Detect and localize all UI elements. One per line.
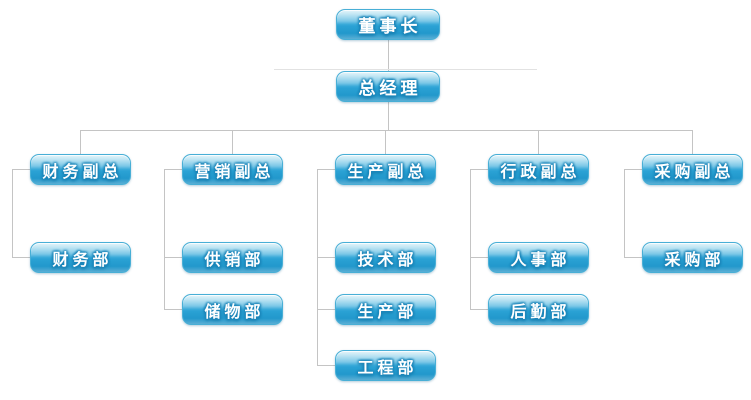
connector-gm-rail [388,102,389,130]
connector-stub-logistics-dept [470,309,488,310]
node-chairman: 董事长 [336,9,440,40]
node-finance-vp: 财务副总 [30,154,131,185]
connector-bracket-production [317,169,318,365]
node-engineering-dept: 工程部 [335,350,436,381]
connector-main-rail [80,130,693,131]
connector-drop-production-vp [385,130,386,154]
connector-bracket-procurement [624,169,625,257]
connector-drop-procurement-vp [692,130,693,154]
node-procurement-vp: 采购副总 [642,154,743,185]
connector-bracket-finance [12,169,13,257]
node-procurement-dept: 采购部 [642,242,743,273]
connector-drop-finance-vp [80,130,81,154]
node-marketing-vp: 营销副总 [182,154,283,185]
connector-stub-finance-vp [12,169,30,170]
node-general-manager: 总经理 [336,71,440,102]
node-logistics-dept: 后勤部 [488,294,589,325]
node-technology-dept: 技术部 [335,242,436,273]
node-production-dept: 生产部 [335,294,436,325]
connector-stub-procurement-dept [624,257,642,258]
connector-stub-supply-sales-dept [164,257,182,258]
connector-stub-marketing-vp [164,169,182,170]
node-storage-dept: 储物部 [182,294,283,325]
node-admin-vp: 行政副总 [488,154,589,185]
connector-faint-horizontal-line [274,69,537,70]
connector-drop-admin-vp [538,130,539,154]
connector-stub-finance-dept [12,257,30,258]
node-supply-sales-dept: 供销部 [182,242,283,273]
connector-stub-hr-dept [470,257,488,258]
node-finance-dept: 财务部 [30,242,131,273]
connector-stub-engineering-dept [317,365,335,366]
connector-bracket-admin [470,169,471,309]
connector-stub-admin-vp [470,169,488,170]
connector-stub-production-dept [317,309,335,310]
connector-stub-technology-dept [317,257,335,258]
connector-chairman-gm [388,40,389,71]
connector-drop-marketing-vp [232,130,233,154]
node-hr-dept: 人事部 [488,242,589,273]
node-production-vp: 生产副总 [335,154,436,185]
connector-bracket-marketing [164,169,165,309]
connector-stub-storage-dept [164,309,182,310]
connector-stub-procurement-vp [624,169,642,170]
connector-stub-production-vp [317,169,335,170]
